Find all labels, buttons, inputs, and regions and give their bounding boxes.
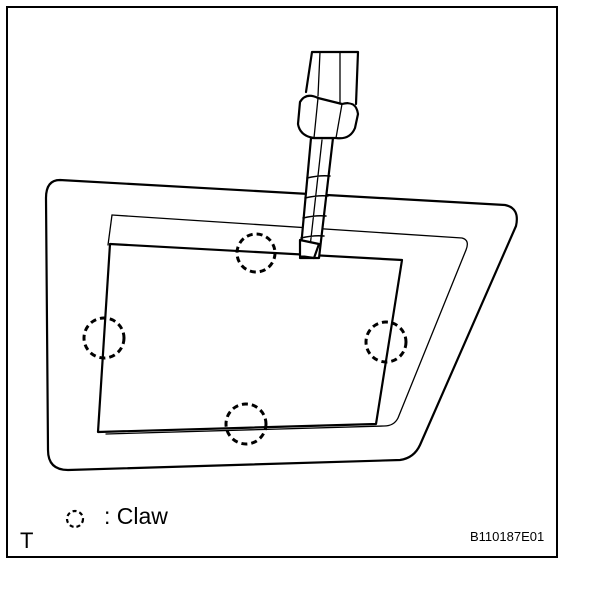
legend-label: : Claw: [104, 503, 168, 529]
claw-left: [82, 316, 126, 360]
bezel-outer: [44, 178, 518, 472]
claw-bottom: [224, 402, 268, 446]
screwdriver: [296, 50, 360, 260]
dashed-circle-icon: [65, 509, 85, 529]
bezel-inner-opening: [105, 214, 468, 435]
corner-letter: T: [20, 528, 34, 553]
claw-right: [364, 320, 408, 364]
figure-code: B110187E01: [470, 529, 545, 544]
claw-top: [235, 232, 277, 274]
